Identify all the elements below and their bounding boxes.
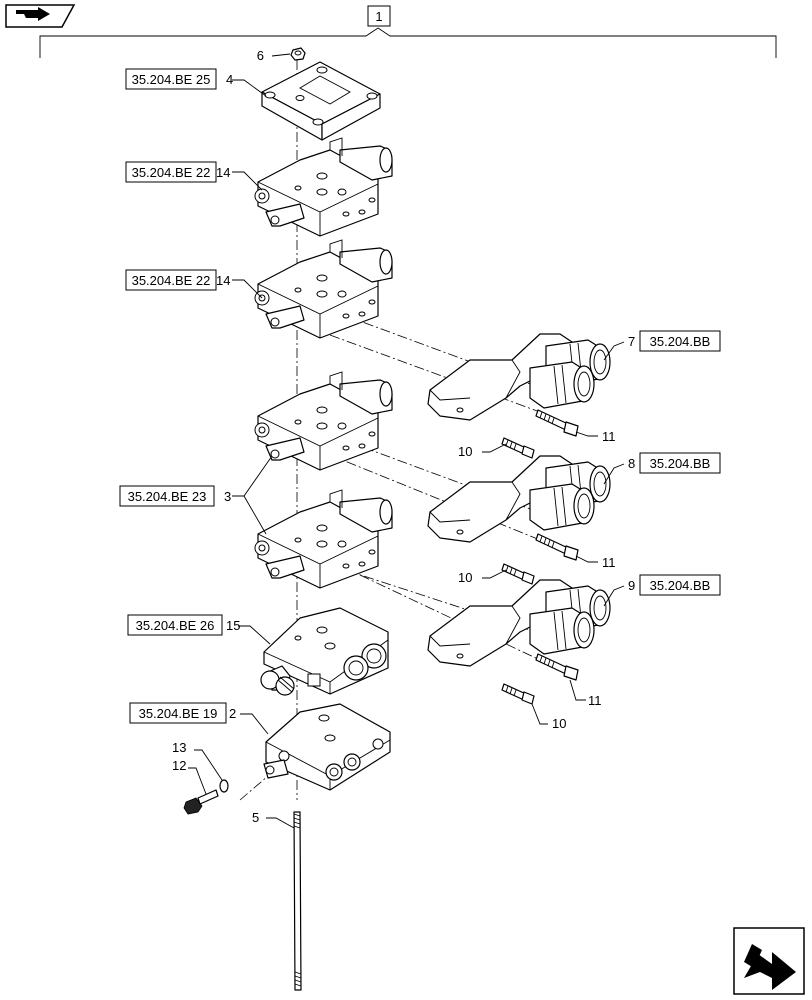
callout-10-a: 10 <box>458 444 472 459</box>
ref-box-part-14-upper[interactable]: 35.204.BE 22 <box>125 161 217 183</box>
svg-text:35.204.BE 26: 35.204.BE 26 <box>136 618 215 633</box>
callout-11-a: 11 <box>602 429 616 444</box>
svg-text:35.204.BE 25: 35.204.BE 25 <box>132 72 211 87</box>
bolt-part-12 <box>183 789 219 815</box>
ref-box-part-15[interactable]: 35.204.BE 26 <box>127 614 223 636</box>
bolt-part-11-c <box>535 653 579 681</box>
tie-rod-part-5 <box>293 811 302 991</box>
valve-section-part-3-lower <box>254 489 393 589</box>
washer-part-13 <box>219 779 229 793</box>
callout-6: 6 <box>257 48 264 63</box>
callout-8: 8 <box>628 456 635 471</box>
bolt-part-10-a <box>501 437 535 459</box>
callout-15: 15 <box>226 618 240 633</box>
cover-plate-part-4 <box>261 61 381 141</box>
ref-box-part-14-lower[interactable]: 35.204.BE 22 <box>125 269 217 291</box>
svg-text:35.204.BE 23: 35.204.BE 23 <box>128 489 207 504</box>
ref-box-part-2[interactable]: 35.204.BE 19 <box>129 702 227 724</box>
bolt-part-10-b <box>501 563 535 585</box>
valve-section-part-14-upper <box>254 137 393 237</box>
callout-13: 13 <box>172 740 186 755</box>
bolt-part-11-b <box>535 533 579 561</box>
callout-9: 9 <box>628 578 635 593</box>
callout-11-c: 11 <box>588 693 602 708</box>
bolt-part-11-a <box>535 409 579 437</box>
svg-text:35.204.BB: 35.204.BB <box>650 334 711 349</box>
leader-lines <box>188 53 625 829</box>
ref-box-part-7[interactable]: 35.204.BB <box>639 330 721 352</box>
callout-12: 12 <box>172 758 186 773</box>
ref-box-part-3[interactable]: 35.204.BE 23 <box>119 485 215 507</box>
coupler-block-part-7 <box>427 333 611 421</box>
nut-part-6 <box>290 47 306 61</box>
valve-section-part-14-lower <box>254 239 393 339</box>
svg-text:35.204.BB: 35.204.BB <box>650 578 711 593</box>
svg-text:35.204.BE 19: 35.204.BE 19 <box>139 706 218 721</box>
assembly-bracket: 1 <box>39 5 777 58</box>
callout-10-c: 10 <box>552 716 566 731</box>
coupler-block-part-8 <box>427 455 611 543</box>
svg-text:35.204.BE 22: 35.204.BE 22 <box>132 165 211 180</box>
base-valve-part-2 <box>263 703 391 791</box>
callout-10-b: 10 <box>458 570 472 585</box>
coupler-block-part-9 <box>427 579 611 667</box>
svg-text:35.204.BB: 35.204.BB <box>650 456 711 471</box>
callout-4: 4 <box>226 72 233 87</box>
callout-5: 5 <box>252 810 259 825</box>
next-page-arrow-icon[interactable] <box>733 927 805 995</box>
callout-3: 3 <box>224 489 231 504</box>
callout-14-lower: 14 <box>216 273 230 288</box>
ref-box-part-8[interactable]: 35.204.BB <box>639 452 721 474</box>
svg-text:35.204.BE 22: 35.204.BE 22 <box>132 273 211 288</box>
ref-box-part-4[interactable]: 35.204.BE 25 <box>125 68 217 90</box>
assembly-number: 1 <box>375 9 382 24</box>
folder-arrow-icon[interactable] <box>5 4 76 28</box>
callout-11-b: 11 <box>602 555 616 570</box>
ref-box-part-9[interactable]: 35.204.BB <box>639 574 721 596</box>
valve-section-part-15 <box>260 607 389 696</box>
callout-14-upper: 14 <box>216 165 230 180</box>
bolt-part-10-c <box>501 683 535 705</box>
callout-2: 2 <box>229 706 236 721</box>
callout-7: 7 <box>628 334 635 349</box>
valve-section-part-3-upper <box>254 371 393 471</box>
